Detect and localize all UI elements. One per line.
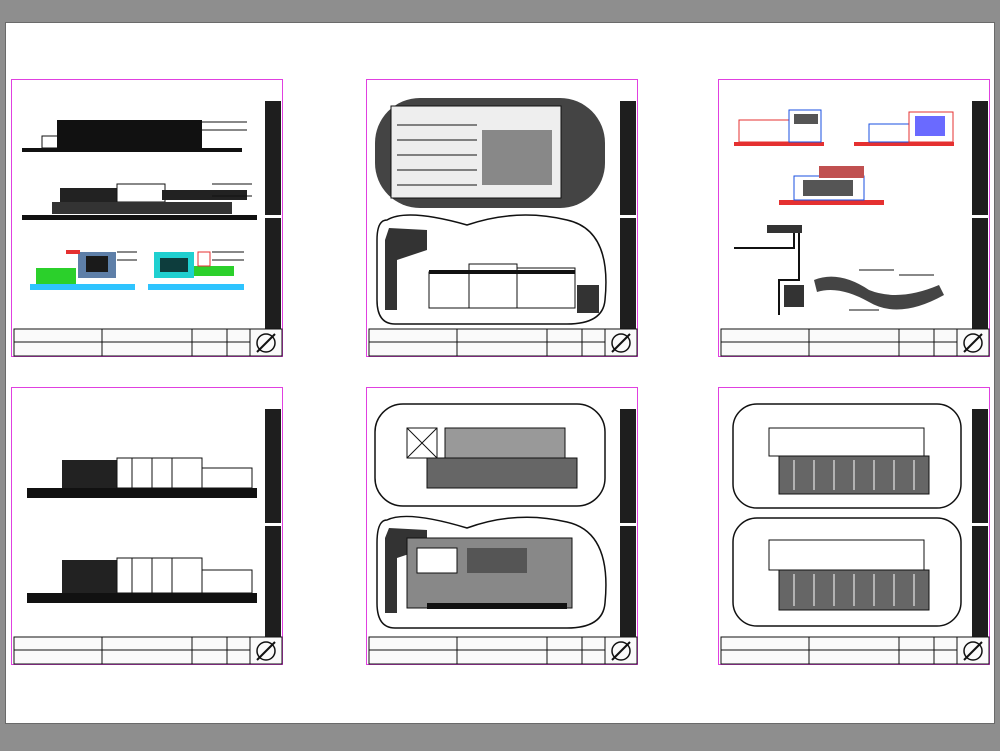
sheet-1-drawing bbox=[13, 101, 283, 357]
sheet-6-upper-floor-plans[interactable] bbox=[718, 387, 990, 665]
compass-stamp-icon bbox=[256, 333, 276, 353]
sheet-4-drawing bbox=[13, 409, 283, 665]
sheet-3-drawing bbox=[720, 101, 990, 357]
compass-stamp-icon bbox=[611, 333, 631, 353]
sheet-5-floor-plans[interactable] bbox=[366, 387, 638, 665]
compass-stamp-icon bbox=[963, 641, 983, 661]
compass-stamp-icon bbox=[963, 333, 983, 353]
compass-stamp-icon bbox=[256, 641, 276, 661]
compass-stamp-icon bbox=[611, 641, 631, 661]
sheet-6-drawing bbox=[720, 403, 990, 665]
sheet-2-drawing bbox=[368, 98, 638, 357]
drawing-sheet-paper bbox=[6, 23, 994, 723]
sheet-1-elevations[interactable] bbox=[11, 79, 283, 357]
sheet-5-drawing bbox=[368, 403, 638, 665]
sheet-3-sections-details[interactable] bbox=[718, 79, 990, 357]
sheet-2-site-plans[interactable] bbox=[366, 79, 638, 357]
sheet-4-elevations[interactable] bbox=[11, 387, 283, 665]
